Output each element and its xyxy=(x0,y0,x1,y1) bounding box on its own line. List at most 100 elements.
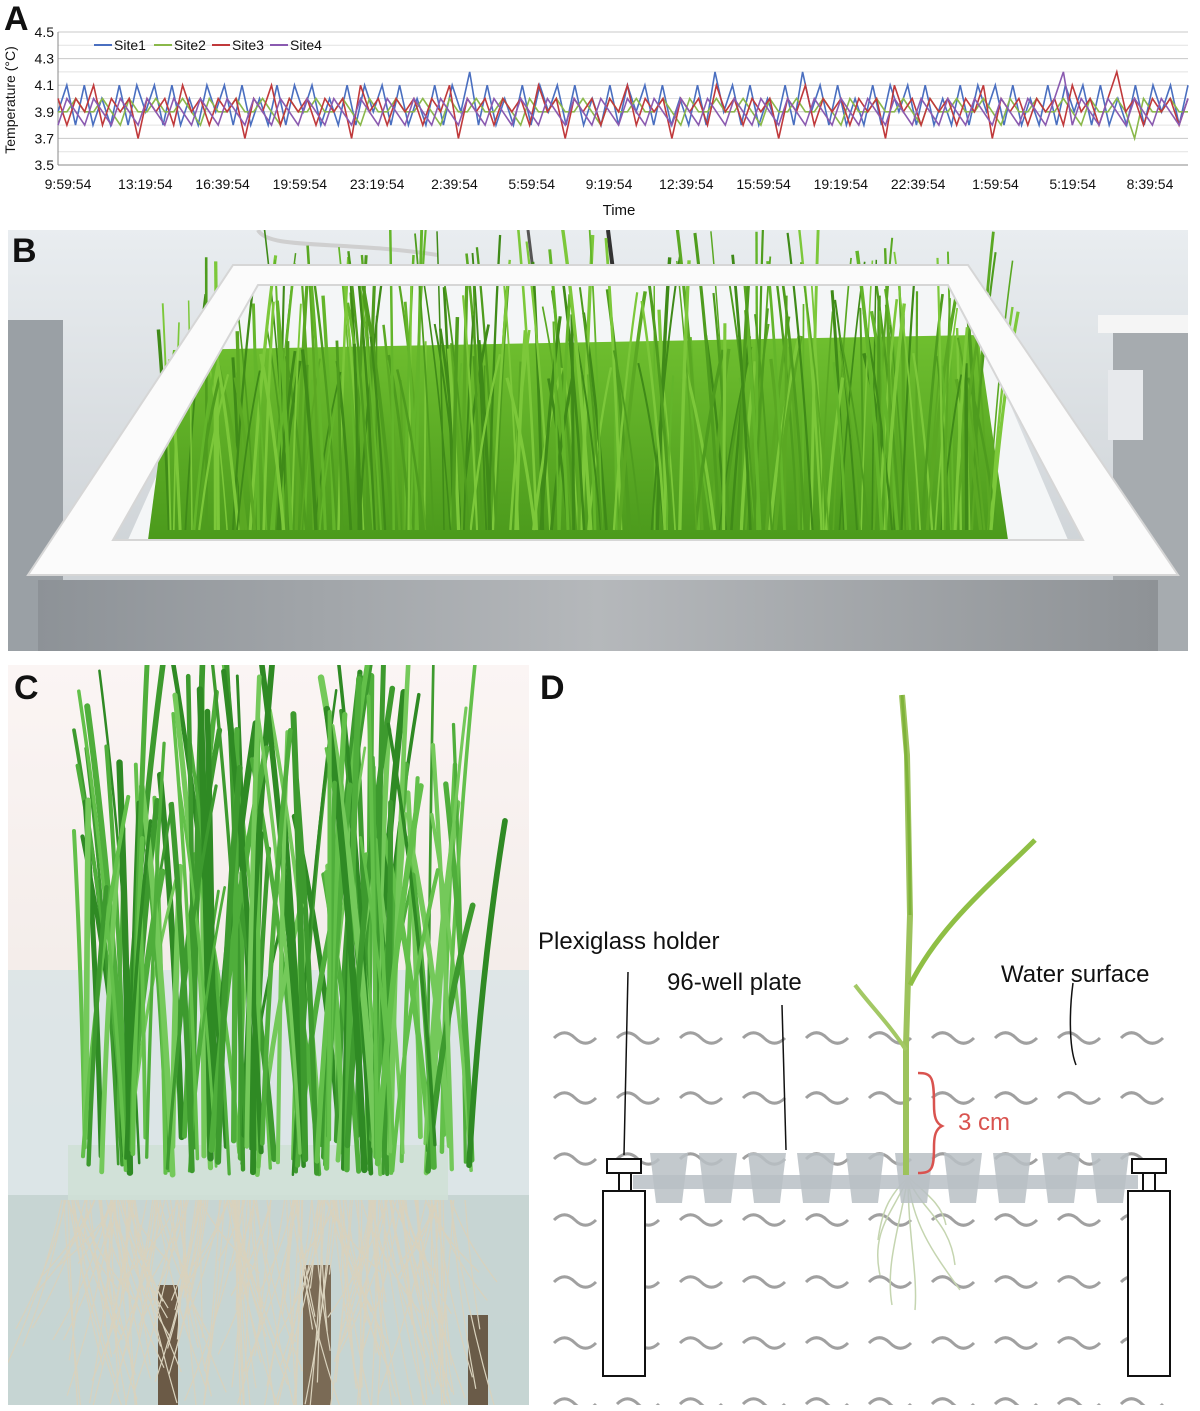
x-tick-label: 19:19:54 xyxy=(814,176,869,192)
rice-blade xyxy=(469,353,502,531)
rice-blade xyxy=(773,335,803,531)
seedling-root xyxy=(177,1199,212,1397)
rice-blade xyxy=(936,355,950,531)
rice-blade xyxy=(712,292,731,531)
rice-blade xyxy=(683,367,717,531)
rice-blade xyxy=(588,230,604,531)
seedling-root xyxy=(111,1199,152,1379)
plexiglass-holder-label: Plexiglass holder xyxy=(540,928,719,955)
seedling-root xyxy=(242,1199,299,1372)
water-wave xyxy=(867,1336,913,1350)
x-tick-label: 2:39:54 xyxy=(431,176,478,192)
water-wave xyxy=(615,1031,661,1045)
x-tick-label: 8:39:54 xyxy=(1127,176,1174,192)
rice-blade xyxy=(275,300,293,531)
seedling-root xyxy=(309,1199,319,1289)
seedling-leaf xyxy=(359,836,396,1146)
rice-blade xyxy=(640,300,667,531)
rice-blade xyxy=(258,353,286,531)
rice-blade xyxy=(369,336,387,531)
seedling-root xyxy=(133,1199,182,1394)
seedling-root xyxy=(434,1199,455,1388)
seedling-leaf xyxy=(466,818,508,1169)
rice-blade xyxy=(482,365,486,531)
seedling-root xyxy=(450,1199,498,1283)
seedling-root xyxy=(174,1199,209,1355)
rice-blade xyxy=(236,370,261,531)
plate-leader-line xyxy=(781,1004,787,1151)
rice-blade xyxy=(578,287,603,531)
panel-letter-d: D xyxy=(540,669,565,707)
seedling-root xyxy=(237,1199,242,1285)
seedling-root xyxy=(126,1199,171,1264)
seedling-root xyxy=(415,1199,435,1362)
water-wave xyxy=(552,1397,598,1411)
seedling-root xyxy=(309,1199,326,1405)
seedling-root xyxy=(89,1199,116,1404)
seedling-root xyxy=(248,1199,276,1405)
seedling-root xyxy=(234,1199,251,1405)
seedling-leaf xyxy=(323,705,368,1174)
rice-blade xyxy=(461,295,479,531)
rice-blade xyxy=(294,266,310,531)
seedling-root xyxy=(15,1199,67,1330)
seedling-leaf xyxy=(390,868,440,1173)
seedling-root xyxy=(373,1199,382,1328)
seedling-root xyxy=(255,1199,295,1405)
rice-blade xyxy=(358,280,382,531)
water-wave xyxy=(741,1336,787,1350)
rice-blade xyxy=(531,261,545,531)
seedlings-photo xyxy=(8,665,529,1405)
x-tick-label: 19:59:54 xyxy=(273,176,328,192)
seedling-root xyxy=(331,1199,362,1405)
seedling-root xyxy=(318,1199,328,1332)
seedling-root xyxy=(252,1199,262,1309)
seedling-root xyxy=(338,1199,375,1337)
water-wave xyxy=(993,1275,1039,1289)
water-wave xyxy=(741,1397,787,1411)
rice-blade xyxy=(752,308,769,531)
rice-blade xyxy=(549,376,575,531)
seedling-root xyxy=(73,1199,116,1379)
rice-blade xyxy=(309,276,327,531)
water-wave xyxy=(993,1031,1039,1045)
seedling-root xyxy=(170,1199,202,1301)
seedling-leaf xyxy=(82,797,92,1141)
water-wave xyxy=(678,1397,724,1411)
seedling-roots xyxy=(8,1199,498,1405)
panel-c-seedlings-photo: C xyxy=(8,665,529,1405)
rice-blade xyxy=(361,285,395,531)
rice-blade xyxy=(798,230,823,531)
rice-blade xyxy=(819,311,834,531)
water-wave xyxy=(930,1213,976,1227)
rice-tank-photo xyxy=(8,230,1188,651)
y-tick-label: 3.9 xyxy=(35,104,55,120)
seedling-root xyxy=(8,1199,63,1364)
seedling-leaf xyxy=(244,674,262,1149)
water-surface-label: Water surface xyxy=(1001,961,1150,988)
seedling-root xyxy=(253,1199,303,1372)
seedling-root xyxy=(147,1199,159,1262)
water-wave xyxy=(1056,1031,1102,1045)
seedling-leaf xyxy=(157,771,185,1141)
seedling-root xyxy=(71,1199,104,1366)
rice-blade xyxy=(766,260,786,531)
water-wave xyxy=(930,1397,976,1411)
x-tick-label: 23:19:54 xyxy=(350,176,405,192)
seedling-leaf xyxy=(344,685,396,1149)
water-wave xyxy=(615,1397,661,1411)
seedling-root xyxy=(435,1199,443,1405)
rice-blade xyxy=(395,369,425,531)
water-wave xyxy=(804,1091,850,1105)
seedling-root xyxy=(232,1199,289,1386)
panel-b-tank-photo: B xyxy=(8,230,1188,651)
rice-blade xyxy=(300,349,318,531)
water-wave xyxy=(993,1336,1039,1350)
water-wave xyxy=(1056,1336,1102,1350)
seedling-root xyxy=(348,1199,373,1286)
water-wave xyxy=(804,1397,850,1411)
panel-d-schematic: Plexiglass holder 96-well plate Water su… xyxy=(538,665,1195,1411)
y-tick-label: 3.5 xyxy=(35,157,55,173)
rice-blade xyxy=(198,374,230,531)
rice-blade xyxy=(356,275,376,531)
